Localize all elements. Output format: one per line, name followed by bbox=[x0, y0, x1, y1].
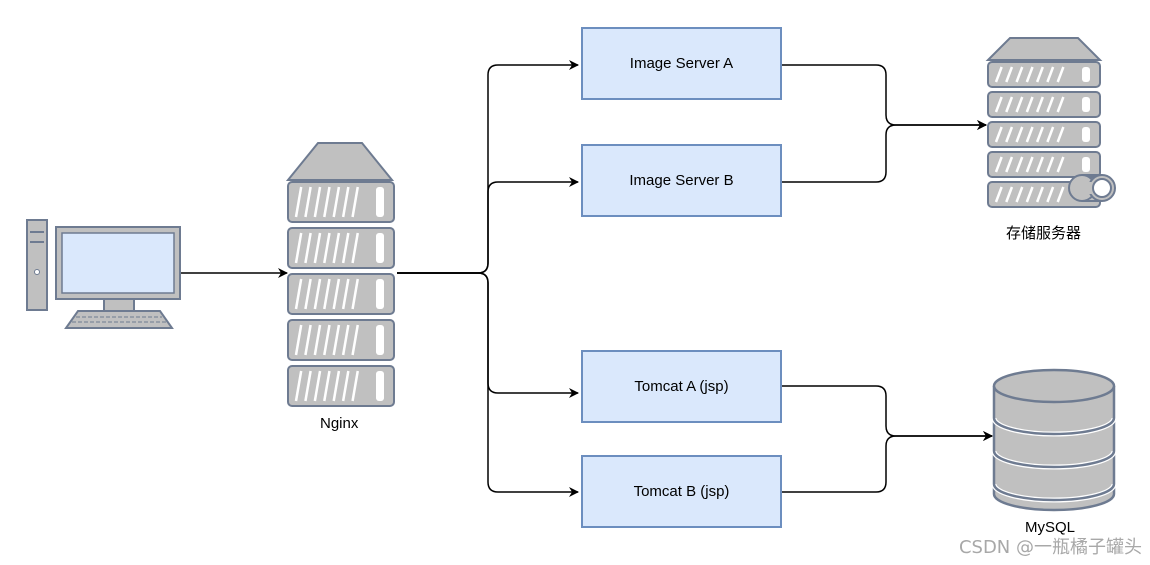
storage-server-label: 存储服务器 bbox=[1006, 224, 1082, 242]
server-unit bbox=[987, 121, 1101, 148]
server-unit bbox=[287, 365, 395, 407]
edge-image-a-to-storage bbox=[782, 64, 987, 130]
image-server-b-box[interactable]: Image Server B bbox=[581, 144, 782, 217]
tomcat-a-label: Tomcat A (jsp) bbox=[634, 378, 729, 395]
server-unit bbox=[287, 227, 395, 269]
edge-nginx-to-tomcat-b bbox=[397, 272, 579, 497]
server-unit bbox=[987, 151, 1101, 178]
desktop-computer-icon bbox=[26, 219, 181, 329]
tomcat-b-box[interactable]: Tomcat B (jsp) bbox=[581, 455, 782, 528]
edge-tomcat-b-to-mysql bbox=[782, 431, 993, 493]
server-unit bbox=[287, 319, 395, 361]
server-unit bbox=[287, 181, 395, 223]
tomcat-a-box[interactable]: Tomcat A (jsp) bbox=[581, 350, 782, 423]
nginx-label: Nginx bbox=[320, 415, 359, 432]
server-rack-icon bbox=[285, 142, 395, 407]
watermark: CSDN @一瓶橘子罐头 bbox=[958, 537, 1142, 558]
tomcat-b-label: Tomcat B (jsp) bbox=[633, 483, 730, 500]
image-server-a-label: Image Server A bbox=[629, 55, 734, 72]
mysql-label: MySQL bbox=[1025, 519, 1076, 536]
edge-nginx-to-image-b bbox=[397, 177, 579, 274]
edge-tomcat-a-to-mysql bbox=[782, 385, 993, 441]
storage-server-icon bbox=[985, 37, 1116, 208]
server-unit bbox=[987, 91, 1101, 118]
connectors bbox=[181, 60, 993, 497]
image-server-b-label: Image Server B bbox=[629, 172, 734, 189]
server-unit bbox=[987, 61, 1101, 88]
database-cylinder-icon bbox=[991, 368, 1117, 512]
image-server-a-box[interactable]: Image Server A bbox=[581, 27, 782, 100]
edge-image-b-to-storage bbox=[782, 120, 987, 183]
server-unit bbox=[287, 273, 395, 315]
